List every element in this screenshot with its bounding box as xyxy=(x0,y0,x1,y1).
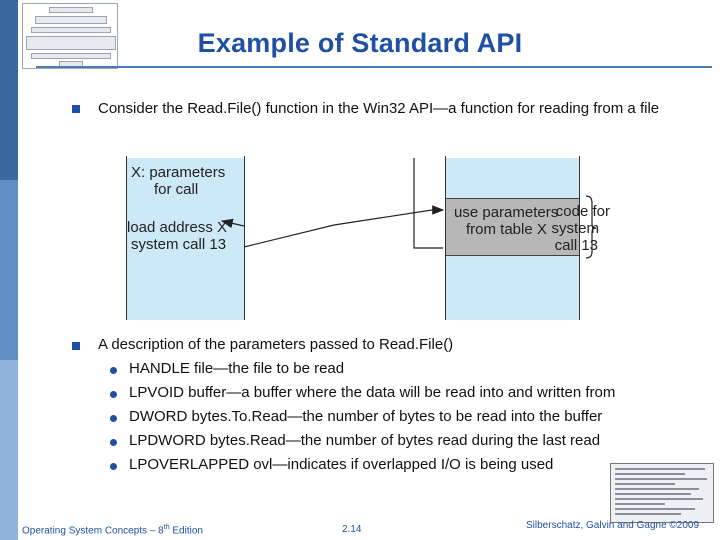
round-bullet-icon xyxy=(110,439,117,446)
round-bullet-icon xyxy=(110,463,117,470)
use-parameters-box xyxy=(445,198,579,256)
thumbnail-line xyxy=(615,493,691,495)
left-block-edge xyxy=(244,156,245,320)
thumbnail-line xyxy=(615,473,685,475)
thumbnail-line xyxy=(615,508,695,510)
use-line-2: from table X xyxy=(466,221,547,238)
left-block-edge xyxy=(126,156,127,320)
param-line-2: for call xyxy=(154,181,199,198)
param-item: HANDLE file—the file to be read xyxy=(129,360,345,377)
accent-bar-segment xyxy=(0,180,18,360)
accent-bar-segment xyxy=(0,360,18,540)
code-line-2: system xyxy=(551,220,599,237)
brace-icon xyxy=(585,195,597,259)
param-item: LPDWORD bytes.Read—the number of bytes r… xyxy=(129,432,601,449)
load-line-1: load address X xyxy=(127,219,228,236)
param-item: DWORD bytes.To.Read—the number of bytes … xyxy=(129,408,603,425)
round-bullet-icon xyxy=(110,391,117,398)
thumbnail-box xyxy=(31,53,111,59)
square-bullet-icon xyxy=(72,342,80,350)
round-bullet-icon xyxy=(110,367,117,374)
title-rule xyxy=(36,66,712,68)
terminal-screenshot-thumbnail xyxy=(610,463,714,523)
thumbnail-box xyxy=(26,36,116,50)
left-accent-bar xyxy=(0,0,18,540)
right-block-edge xyxy=(445,156,446,320)
right-block-edge xyxy=(579,156,580,320)
param-item: LPOVERLAPPED ovl—indicates if overlapped… xyxy=(129,456,554,473)
square-bullet-icon xyxy=(72,105,80,113)
footer-book-sup: th xyxy=(163,524,170,531)
accent-bar-segment xyxy=(0,0,18,180)
intro-bullet-text: Consider the Read.File() function in the… xyxy=(98,100,660,117)
thumbnail-box xyxy=(35,16,107,24)
thumbnail-line xyxy=(615,513,681,515)
thumbnail-line xyxy=(615,478,707,480)
footer-book-suffix: Edition xyxy=(169,525,203,537)
code-line-1: code for xyxy=(555,203,610,220)
diagram-arrows xyxy=(220,158,597,259)
slide-title: Example of Standard API xyxy=(197,28,523,58)
code-line-3: call 13 xyxy=(554,237,598,254)
footer-page-number: 2.14 xyxy=(342,524,362,535)
thumbnail-line xyxy=(615,468,705,470)
thumbnail-box xyxy=(49,7,93,13)
thumbnail-box xyxy=(31,27,111,33)
thumbnail-line xyxy=(615,498,703,500)
pointer-arrow xyxy=(220,218,245,229)
use-line-1: use parameters xyxy=(454,204,559,221)
trap-arrow xyxy=(243,205,445,248)
return-line xyxy=(413,158,443,249)
thumbnail-line xyxy=(615,488,699,490)
thumbnail-line xyxy=(615,483,675,485)
user-program-block xyxy=(126,158,244,320)
round-bullet-icon xyxy=(110,415,117,422)
param-item: LPVOID buffer—a buffer where the data wi… xyxy=(129,384,616,401)
system-call-diagram: X: parameters for call load address X sy… xyxy=(120,150,610,322)
os-structure-thumbnail xyxy=(22,3,118,69)
param-line-1: X: parameters xyxy=(131,164,226,181)
footer-book-title: Operating System Concepts – 8th Edition xyxy=(22,524,203,536)
description-heading: A description of the parameters passed t… xyxy=(98,336,454,353)
load-line-2: system call 13 xyxy=(131,236,227,253)
thumbnail-line xyxy=(615,503,665,505)
footer-book-prefix: Operating System Concepts – 8 xyxy=(22,525,164,537)
footer-copyright: Silberschatz, Galvin and Gagne ©2009 xyxy=(526,520,700,531)
